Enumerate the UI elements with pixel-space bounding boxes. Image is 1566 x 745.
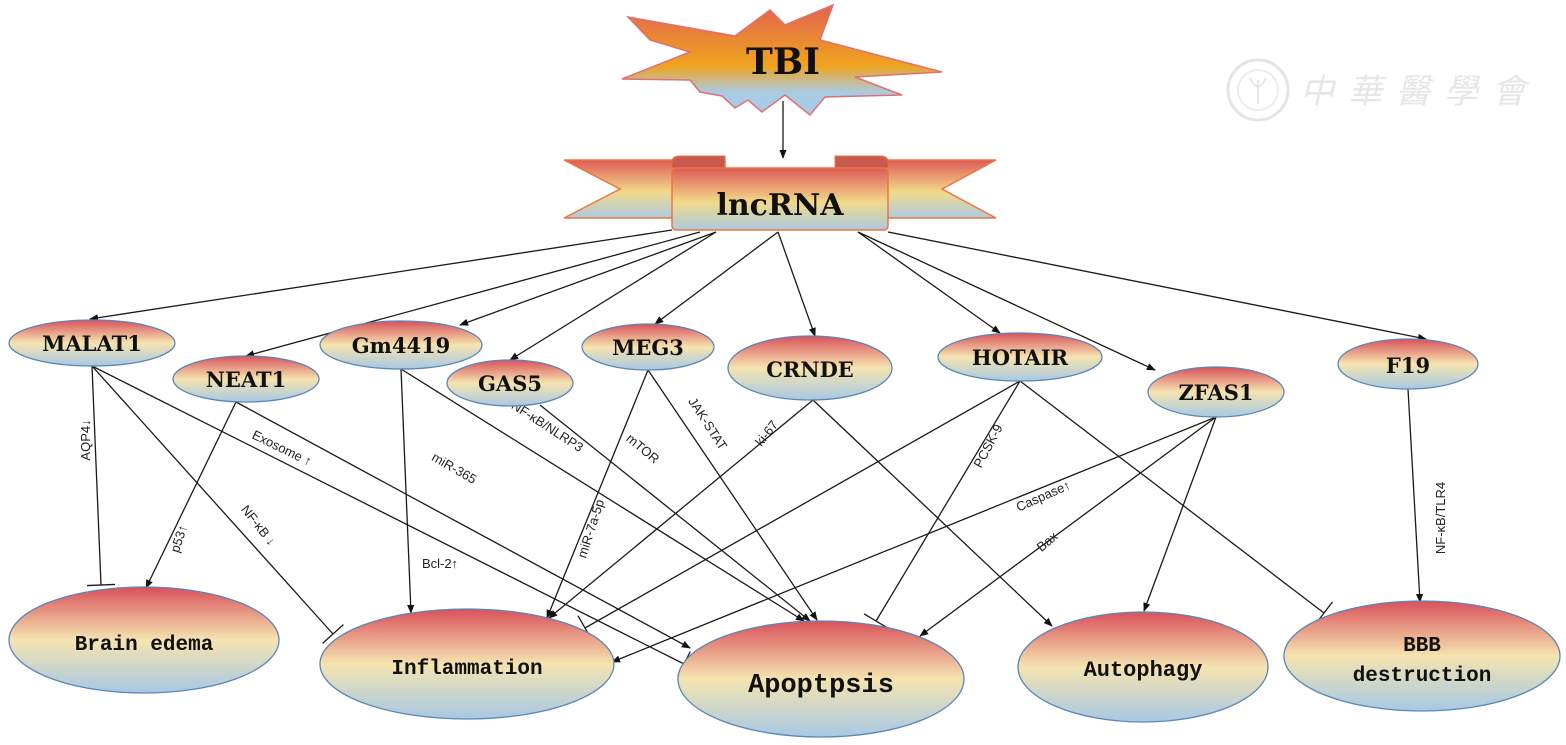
lncrna-label: NEAT1	[206, 367, 287, 392]
outcome-node-inflammation[interactable]: Inflammation	[319, 608, 615, 720]
edge-neat1-to-edema-activate	[145, 401, 237, 589]
inhibit-bar-icon	[863, 613, 889, 629]
lncrna-label: F19	[1386, 353, 1430, 378]
edge-label: NF-κB/TLR4	[1433, 482, 1448, 554]
edge-f19-to-bbb-activate	[1407, 388, 1424, 603]
edge-neat1-to-apoptosis-activate	[235, 401, 691, 649]
edge-hotair-to-apoptosis-inhibit	[875, 380, 1021, 622]
edge-label: mTOR	[623, 431, 662, 467]
outcome-label: Autophagy	[1084, 658, 1203, 683]
outcome-node-brain-edema[interactable]: Brain edema	[8, 586, 280, 694]
inhibit-bar-icon	[86, 583, 116, 587]
edge-label: miR-7a-5p	[574, 497, 607, 559]
edge-hotair-to-inflammation-inhibit	[584, 380, 1021, 629]
edge-label: p53↑	[167, 523, 190, 554]
lncrna-node-crnde[interactable]: CRNDE	[727, 335, 893, 401]
lncrna-label: Gm4419	[352, 333, 451, 358]
lncrna-label: CRNDE	[766, 357, 854, 382]
lncrna-node-malat1[interactable]: MALAT1	[8, 319, 176, 367]
hub-edge-to-malat1	[89, 229, 673, 322]
lncrna-node-neat1[interactable]: NEAT1	[172, 355, 320, 403]
edge-label: NF-κB ↓	[238, 502, 279, 548]
outcome-node-bbb-destruction[interactable]: BBB destruction	[1283, 600, 1561, 712]
hub-label: lncRNA	[716, 188, 844, 223]
edge-label: miR-365	[429, 449, 479, 487]
edge-label: Bcl-2↑	[422, 556, 458, 571]
edge-meg3-to-inflammation-activate	[546, 369, 649, 619]
edge-label: Bax	[1034, 528, 1061, 554]
edge-hotair-to-bbb-inhibit	[1019, 380, 1325, 614]
outcome-node-apoptosis[interactable]: Apoptpsis	[677, 620, 965, 738]
banner-center	[671, 167, 889, 231]
lncrna-node-gas5[interactable]: GAS5	[446, 359, 574, 407]
outcome-label: Brain edema	[75, 634, 214, 657]
edge-label: Exosome ↑	[250, 427, 314, 469]
lncrna-label: ZFAS1	[1178, 380, 1253, 405]
lncrna-label: GAS5	[478, 371, 542, 396]
hub-edge-to-crnde	[777, 231, 816, 337]
edge-gm4419-to-inflammation-activate	[400, 368, 415, 614]
edge-zfas1-to-apoptosis-activate	[919, 416, 1217, 637]
lncrna-node-hotair[interactable]: HOTAIR	[937, 332, 1103, 382]
edge-gas5-to-apoptosis-activate	[539, 404, 811, 622]
hub-edge-to-neat1	[245, 231, 701, 358]
outcome-label: destruction	[1353, 665, 1492, 688]
tbi-star-shape	[621, 3, 943, 117]
hub-edge-to-meg3	[654, 231, 779, 325]
tbi-label: TBI	[746, 41, 820, 83]
watermark: 中華醫學會	[1226, 58, 1540, 122]
edge-meg3-to-apoptosis-activate	[647, 369, 818, 621]
outcome-node-autophagy[interactable]: Autophagy	[1017, 611, 1269, 723]
edge-label: Caspase↑	[1014, 477, 1073, 514]
lncrna-banner: lncRNA	[563, 155, 997, 231]
lncrna-label: MEG3	[612, 335, 684, 360]
lncrna-node-gm4419[interactable]: Gm4419	[319, 320, 483, 370]
society-emblem-icon	[1226, 58, 1290, 122]
edge-malat1-to-inflammation-inhibit	[91, 365, 334, 635]
edge-zfas1-to-autophagy-activate	[1143, 416, 1217, 612]
hub-edge-to-zfas1	[857, 231, 1156, 371]
edge-gm4419-to-apoptosis-activate	[400, 368, 805, 622]
hub-edge-to-gas5	[509, 231, 717, 361]
edge-crnde-to-inflammation-activate	[548, 399, 814, 619]
outcome-label: BBB	[1403, 635, 1441, 658]
banner-left-fold	[671, 155, 726, 169]
edge-label: JAK-STAT	[685, 395, 730, 453]
lncrna-nodes: MALAT1 NEAT1 Gm4419 GAS5 MEG3 CRNDE HOTA…	[8, 319, 1479, 418]
hub-edge-to-hotair	[857, 231, 1001, 334]
hub-edges	[89, 229, 1427, 371]
lncrna-node-f19[interactable]: F19	[1337, 338, 1479, 390]
edge-malat1-to-edema-inhibit	[91, 365, 102, 586]
watermark-text: 中華醫學會	[1300, 72, 1540, 112]
edge-label: ki-67	[752, 418, 781, 449]
edge-zfas1-to-inflammation-activate	[611, 416, 1217, 663]
inhibit-bar-icon	[322, 624, 344, 644]
lncrna-label: HOTAIR	[972, 345, 1069, 370]
tbi-node: TBI	[621, 3, 943, 117]
lncrna-label: MALAT1	[42, 331, 142, 356]
edge-label: AQP4↓	[78, 419, 93, 460]
edge-malat1-to-apoptosis-inhibit	[91, 365, 685, 665]
edge-crnde-to-autophagy-activate	[812, 399, 1053, 627]
outcome-label: Inflammation	[391, 658, 542, 681]
hub-edge-to-f19	[887, 231, 1427, 341]
lncrna-node-zfas1[interactable]: ZFAS1	[1147, 366, 1285, 418]
outcome-nodes: Brain edema Inflammation Apoptpsis Autop…	[8, 586, 1561, 738]
outcome-label: Apoptpsis	[748, 671, 894, 701]
lncrna-node-meg3[interactable]: MEG3	[581, 323, 715, 371]
hub-edge-to-gm4419	[459, 231, 717, 326]
edge-label: PCSK-9	[970, 422, 1005, 471]
banner-right-fold	[834, 155, 889, 169]
